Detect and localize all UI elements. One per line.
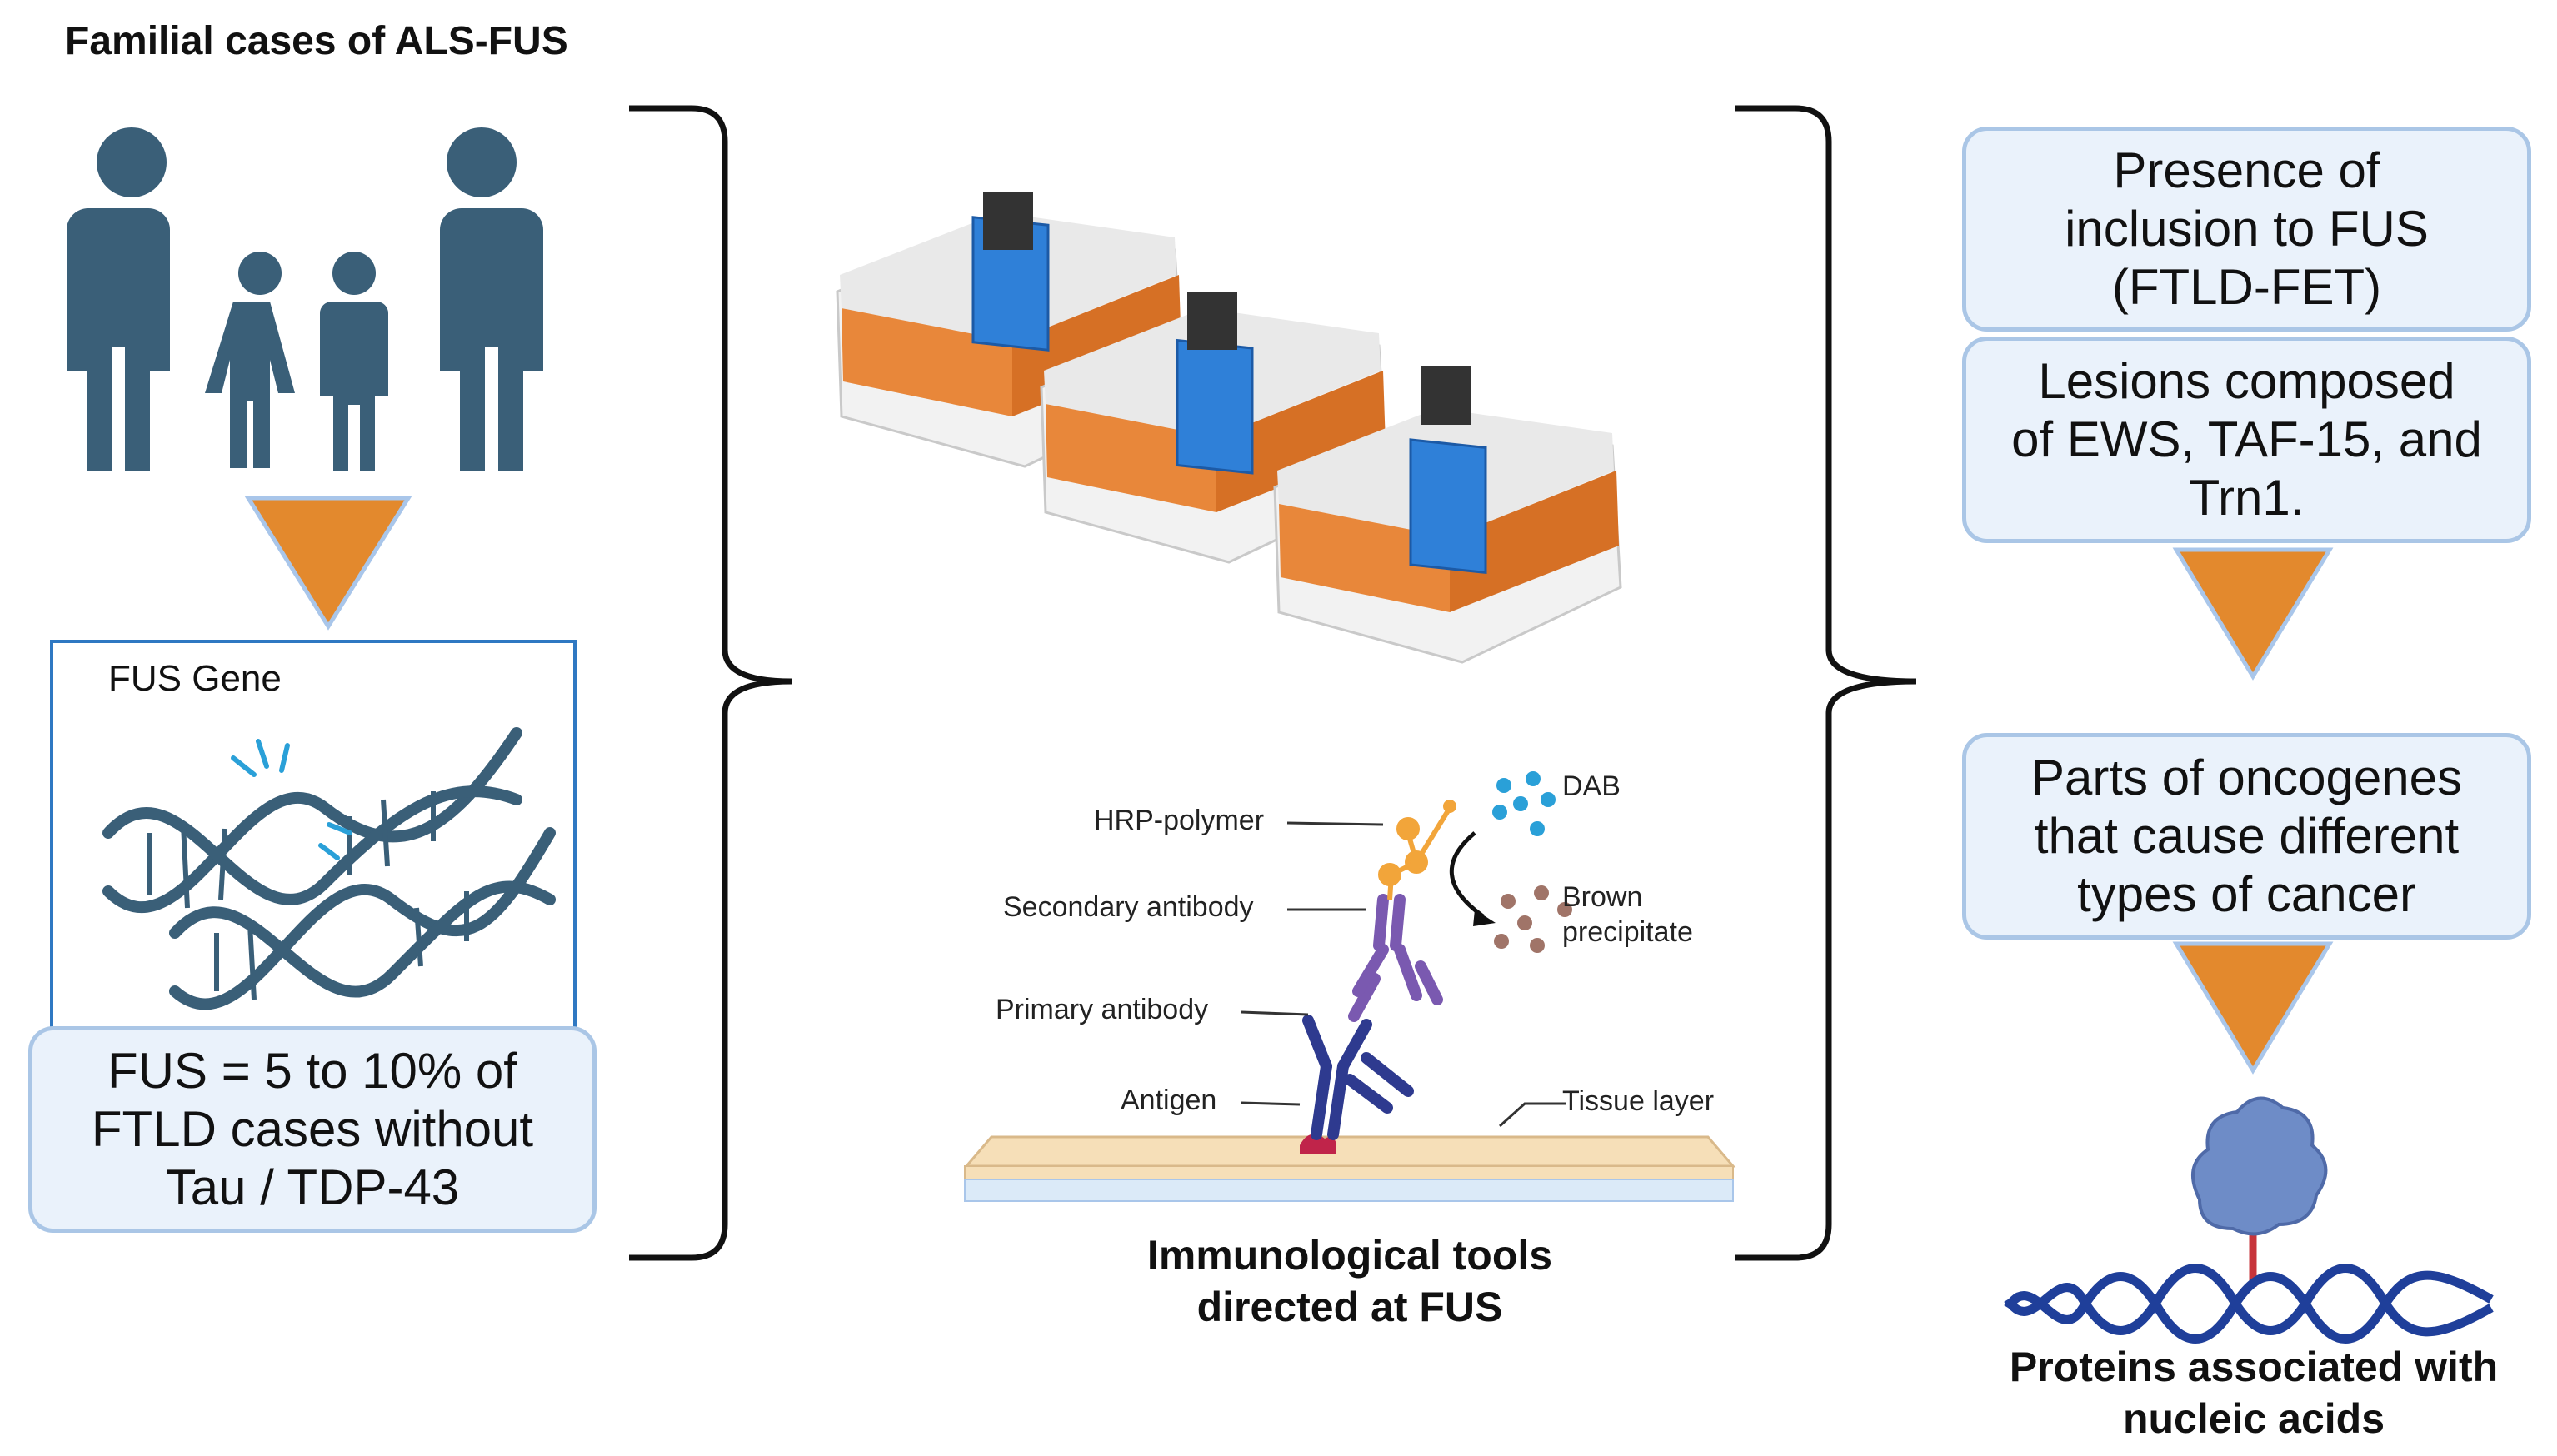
label-tissue-layer: Tissue layer xyxy=(1562,1085,1715,1117)
label-antigen: Antigen xyxy=(1121,1085,1217,1116)
inclusion-fus-box: Presence of inclusion to FUS (FTLD-FET) xyxy=(1962,127,2531,332)
secondary-antibody-icon xyxy=(1348,894,1443,1022)
right-down-arrow-2-icon xyxy=(2172,941,2334,1075)
fus-box-line-2: FTLD cases without xyxy=(91,1101,534,1157)
right-caption: Proteins associated with nucleic acids xyxy=(1983,1341,2525,1444)
primary-antibody-icon xyxy=(1302,1015,1414,1140)
box3-line-2: that cause different xyxy=(2034,808,2460,864)
label-primary-antibody: Primary antibody xyxy=(996,994,1209,1025)
reaction-arrow-icon xyxy=(1450,831,1485,919)
fus-box-line-1: FUS = 5 to 10% of xyxy=(107,1043,517,1099)
left-brace xyxy=(629,105,792,1261)
protein-dna-icon xyxy=(2004,1096,2494,1344)
box1-line-2: inclusion to FUS xyxy=(2065,201,2429,257)
page-title: Familial cases of ALS-FUS xyxy=(65,19,568,63)
box1-line-1: Presence of xyxy=(2113,142,2380,198)
label-dab: DAB xyxy=(1562,770,1621,802)
down-arrow-icon xyxy=(244,496,412,631)
dab-dots-icon xyxy=(1492,771,1556,836)
fus-gene-label: FUS Gene xyxy=(108,658,282,699)
right-caption-line-1: Proteins associated with xyxy=(2009,1344,2499,1390)
family-icon xyxy=(67,127,543,471)
label-secondary-antibody: Secondary antibody xyxy=(1003,891,1254,923)
stainer-device-3-icon xyxy=(1273,366,1622,664)
box2-line-2: of EWS, TAF-15, and xyxy=(2011,411,2482,467)
brown-precipitate-icon xyxy=(1494,885,1572,953)
oncogenes-box: Parts of oncogenes that cause different … xyxy=(1962,733,2531,940)
antigen-icon xyxy=(1300,1134,1336,1154)
fus-gene-frame xyxy=(50,640,577,1040)
box3-line-1: Parts of oncogenes xyxy=(2030,750,2462,805)
center-caption-line-2: directed at FUS xyxy=(1196,1284,1503,1330)
fus-box-line-3: Tau / TDP-43 xyxy=(165,1159,460,1215)
hrp-polymer-icon xyxy=(1378,800,1456,900)
tissue-slide xyxy=(963,1135,1736,1202)
box1-line-3: (FTLD-FET) xyxy=(2111,259,2382,315)
dna-icon xyxy=(102,727,556,1010)
box2-line-3: Trn1. xyxy=(2189,470,2305,526)
center-caption-line-1: Immunological tools xyxy=(1146,1232,1553,1279)
right-brace xyxy=(1735,105,1917,1261)
center-caption: Immunological tools directed at FUS xyxy=(1083,1229,1616,1333)
right-down-arrow-1-icon xyxy=(2172,547,2334,681)
right-caption-line-2: nucleic acids xyxy=(2122,1395,2385,1442)
label-brown: Brown xyxy=(1562,881,1643,913)
label-hrp-polymer: HRP-polymer xyxy=(1094,805,1265,836)
label-precipitate: precipitate xyxy=(1562,916,1693,948)
box3-line-3: types of cancer xyxy=(2077,866,2416,922)
fus-percentage-box: FUS = 5 to 10% of FTLD cases without Tau… xyxy=(28,1026,597,1233)
box2-line-1: Lesions composed xyxy=(2038,353,2455,409)
lesions-box: Lesions composed of EWS, TAF-15, and Trn… xyxy=(1962,337,2531,543)
mutation-spark-icon xyxy=(231,739,352,860)
